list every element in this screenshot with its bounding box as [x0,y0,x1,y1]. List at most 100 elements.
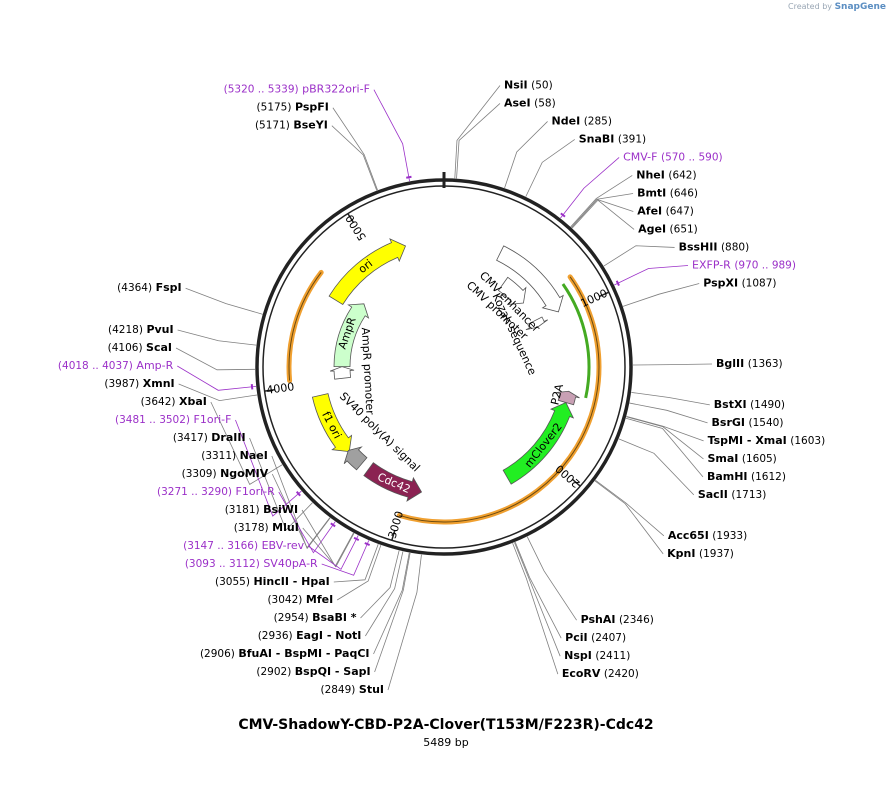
site-ecorv-coord: (2420) [604,668,639,680]
site-pcii-label: PciI (2407) [565,631,626,644]
site-smai-leader [626,416,704,460]
site-ngomiv-coord: (3309) [182,468,217,480]
primer-exfp-r-mark [615,280,620,287]
site-pspxi-leader [622,283,700,307]
site-mfei-name: MfeI [306,593,333,606]
site-bstxi-label: BstXI (1490) [714,398,785,411]
primer-f1ori-r-leader [278,491,336,554]
site-hincii-hpai-leader [333,544,379,583]
tick-label-2000: 2000 [553,462,583,490]
site-bstxi-name: BstXI [714,398,747,411]
primer-f1ori-r-label: (3271 .. 3290) F1ori-R [157,485,275,498]
site-stui-label: (2849) StuI [320,683,384,696]
site-bamhi-leader [625,417,704,478]
site-bglii-name: BglII [716,357,744,370]
site-bmti-leader [571,193,634,228]
primer-amp-r-leader [177,365,257,391]
primer-sv40pa-r-label: (3093 .. 3112) SV40pA-R [185,557,318,570]
site-bglii-leader [632,363,712,366]
cds-arc-1 [286,269,324,384]
site-bsshii-name: BssHII [679,240,718,253]
site-pshai-label: PshAI (2346) [581,613,654,626]
site-ngomiv-label: (3309) NgoMIV [182,467,269,480]
site-agei-leader [571,199,635,230]
feature-cdc42 [363,462,423,502]
site-hincii-hpai-name: HincII - HpaI [253,575,329,588]
primer-cmv-f-label: CMV-F (570 .. 590) [623,150,723,163]
site-bamhi-label: BamHI (1612) [707,470,786,483]
site-eagi-noti-coord: (2936) [258,630,293,642]
site-xbai-label: (3642) XbaI [141,395,207,408]
primer-f1ori-f-name: F1ori-F [194,413,232,426]
feature-cmv-promoter [497,276,527,305]
map-background-layer [255,172,633,556]
primer-amp-r-mark [250,384,254,390]
site-bsiwi-name: BsiWI [263,503,298,516]
site-bsshii-coord: (880) [721,241,749,253]
site-bsrgi-name: BsrGI [712,416,745,429]
primer-pbr322ori-f-mark [406,175,412,179]
tick-label-4000: 4000 [266,380,295,397]
primer-exfp-r-label: EXFP-R (970 .. 989) [692,258,796,271]
cds-arc-core-1 [288,272,322,381]
site-agei-label: AgeI (651) [638,222,698,235]
feature-cmv-enhancer [496,245,564,313]
site-sacii-label: SacII (1713) [698,488,766,501]
tick-label-5000: 5000 [343,212,369,243]
site-sacii-name: SacII [698,488,728,501]
site-bsiwi-label: (3181) BsiWI [225,503,298,516]
primer-exfp-r-name: EXFP-R [692,258,731,271]
site-pspxi-coord: (1087) [742,277,777,289]
tick-5000 [347,213,354,223]
primer-amp-r-label: (4018 .. 4037) Amp-R [58,359,174,372]
site-bmti-name: BmtI [637,186,666,199]
site-pvui-label: (4218) PvuI [108,323,174,336]
primer-f1ori-f-label: (3481 .. 3502) F1ori-F [115,413,231,426]
primer-f1ori-f-coord: (3481 .. 3502) [115,414,190,426]
site-bfuai-bspmi-paqci-coord: (2906) [200,648,235,660]
site-smai-name: SmaI [707,452,738,465]
primer-ebv-rev-leader [307,535,359,570]
primer-cmv-f-mark [560,212,566,218]
site-snabi-coord: (391) [618,133,646,145]
site-scai-leader [175,347,256,371]
primer-pbr322ori-f-coord: (5320 .. 5339) [224,84,299,96]
tick-1000 [599,291,610,298]
feature-kozak-sequence [525,316,548,331]
site-xbai-name: XbaI [179,395,207,408]
site-nspi-label: NspI (2411) [564,649,630,662]
backbone-inner [262,185,626,549]
site-kpni-name: KpnI [667,547,695,560]
site-nsii-name: NsiI [504,78,528,91]
site-pvui-name: PvuI [146,323,173,336]
primer-cmv-f-name: CMV-F [623,150,657,163]
site-ecorv-label: EcoRV (2420) [562,667,639,680]
site-nhei-coord: (642) [668,169,696,181]
site-bsabi-name: BsaBI * [312,611,357,624]
feature-ampr-promoter [329,366,355,380]
site-ecorv-leader [512,542,559,675]
feature-mclover2 [502,402,575,485]
site-acc65i-name: Acc65I [668,529,709,542]
site-tspmi-xmai-leader [626,415,704,442]
site-bseyi-leader [331,125,378,191]
primer-sv40pa-r-coord: (3093 .. 3112) [185,558,260,570]
site-pshai-name: PshAI [581,613,616,626]
primer-f1ori-r-name: F1ori-R [236,485,276,498]
site-bsabi-coord: (2954) [274,612,309,624]
site-pspfi-label: (5175) PspFI [257,101,329,114]
snapgene-credit: Created by SnapGene [788,2,886,12]
primer-sv40pa-r-leader [321,540,370,576]
label-leaders [175,85,712,691]
tick-2000 [572,479,581,487]
site-nspi-leader [514,542,561,657]
feature-f1-ori [311,393,353,453]
site-bsabi-leader [360,550,400,619]
site-tspmi-xmai-coord: (1603) [790,435,825,447]
site-bsrgi-leader [629,402,708,424]
site-tspmi-xmai-label: TspMI - XmaI (1603) [708,434,826,447]
site-bsshii-label: BssHII (880) [679,240,750,253]
tick-4000 [264,389,275,392]
site-pshai-leader [526,536,577,621]
